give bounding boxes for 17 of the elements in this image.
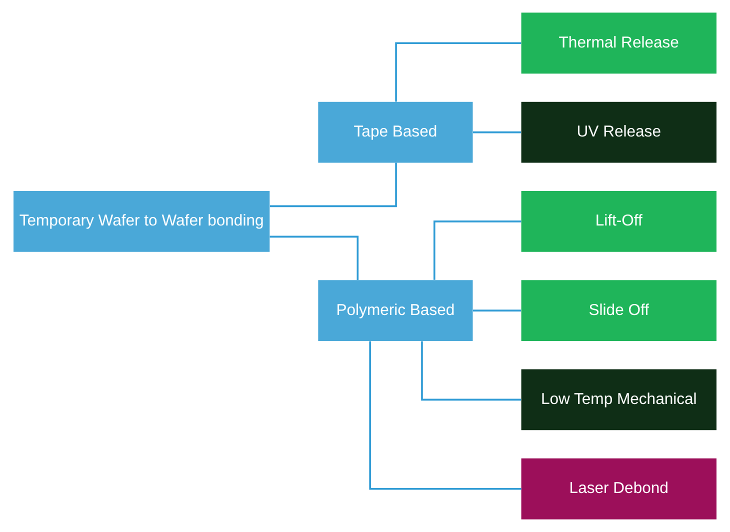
connector xyxy=(421,341,521,401)
node-box: Lift-Off xyxy=(521,190,716,252)
connector xyxy=(472,131,522,134)
connector xyxy=(369,341,522,490)
connector xyxy=(270,162,397,208)
node-box: UV Release xyxy=(521,102,716,163)
connector xyxy=(472,310,522,312)
connector xyxy=(434,220,522,280)
node-box: Slide Off xyxy=(521,280,716,342)
node-box: Thermal Release xyxy=(521,12,716,74)
node-box: Laser Debond xyxy=(521,458,716,520)
node-box: Tape Based xyxy=(318,102,473,163)
node-box: Low Temp Mechanical xyxy=(521,369,716,430)
connector xyxy=(395,42,522,102)
node-box: Polymeric Based xyxy=(318,280,473,342)
connector xyxy=(270,236,359,280)
node-box: Temporary Wafer to Wafer bonding xyxy=(14,190,270,252)
